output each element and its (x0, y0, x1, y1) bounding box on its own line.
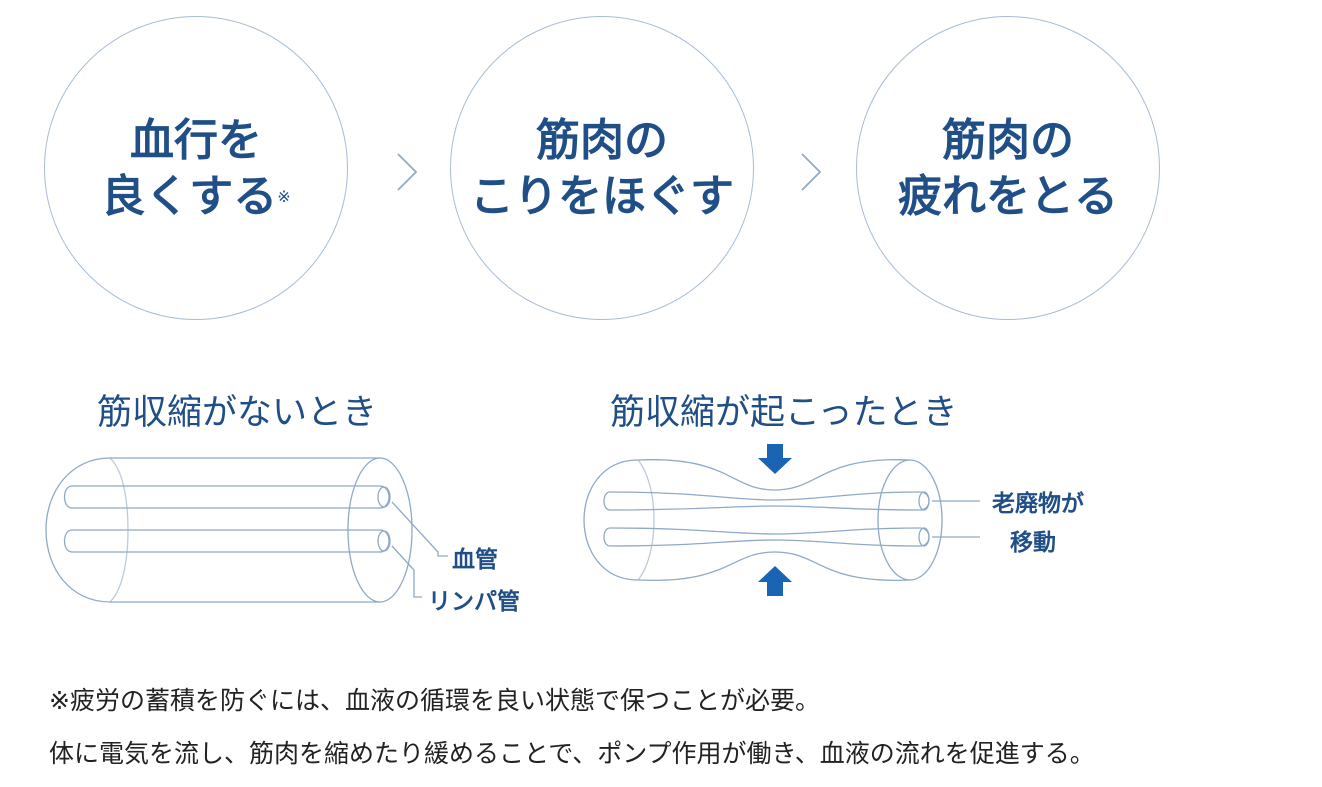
step-3-line-1: 筋肉の (942, 115, 1074, 166)
compression-arrows (758, 444, 792, 596)
step-3-line-2: 疲れをとる (898, 171, 1118, 222)
step-2-line-1: 筋肉の (536, 115, 668, 166)
step-1-footnote-mark: ※ (277, 187, 291, 206)
step-circle-muscle-fatigue: 筋肉の 疲れをとる (856, 16, 1160, 320)
waste-label-line-2: 移動 (1010, 530, 1056, 556)
contracted-section-title: 筋収縮が起こったとき (610, 393, 958, 433)
footnote-line-2: 体に電気を流し、筋肉を縮めたり緩めることで、ポンプ作用が働き、血液の流れを促進す… (49, 739, 1095, 768)
footnote-line-1: ※疲労の蓄積を防ぐには、血液の循環を良い状態で保つことが必要。 (49, 686, 820, 715)
step-circle-blood-flow: 血行を 良くする※ (44, 16, 348, 320)
chevron-right-icon (397, 153, 418, 191)
relaxed-section-title: 筋収縮がないとき (97, 393, 378, 433)
step-1-line-1: 血行を (130, 115, 262, 166)
step-1-line-2: 良くする (101, 171, 278, 222)
step-circle-muscle-stiffness: 筋肉の こりをほぐす (450, 16, 754, 320)
contracted-muscle-diagram (583, 444, 980, 596)
waste-label-line-1: 老廃物が (992, 491, 1084, 517)
relaxed-muscle-diagram (45, 457, 448, 603)
blood-vessel-label: 血管 (452, 547, 498, 573)
chevron-right-icon (801, 153, 822, 191)
step-2-line-2: こりをほぐす (470, 171, 734, 222)
lymph-vessel-label: リンパ管 (428, 589, 520, 615)
